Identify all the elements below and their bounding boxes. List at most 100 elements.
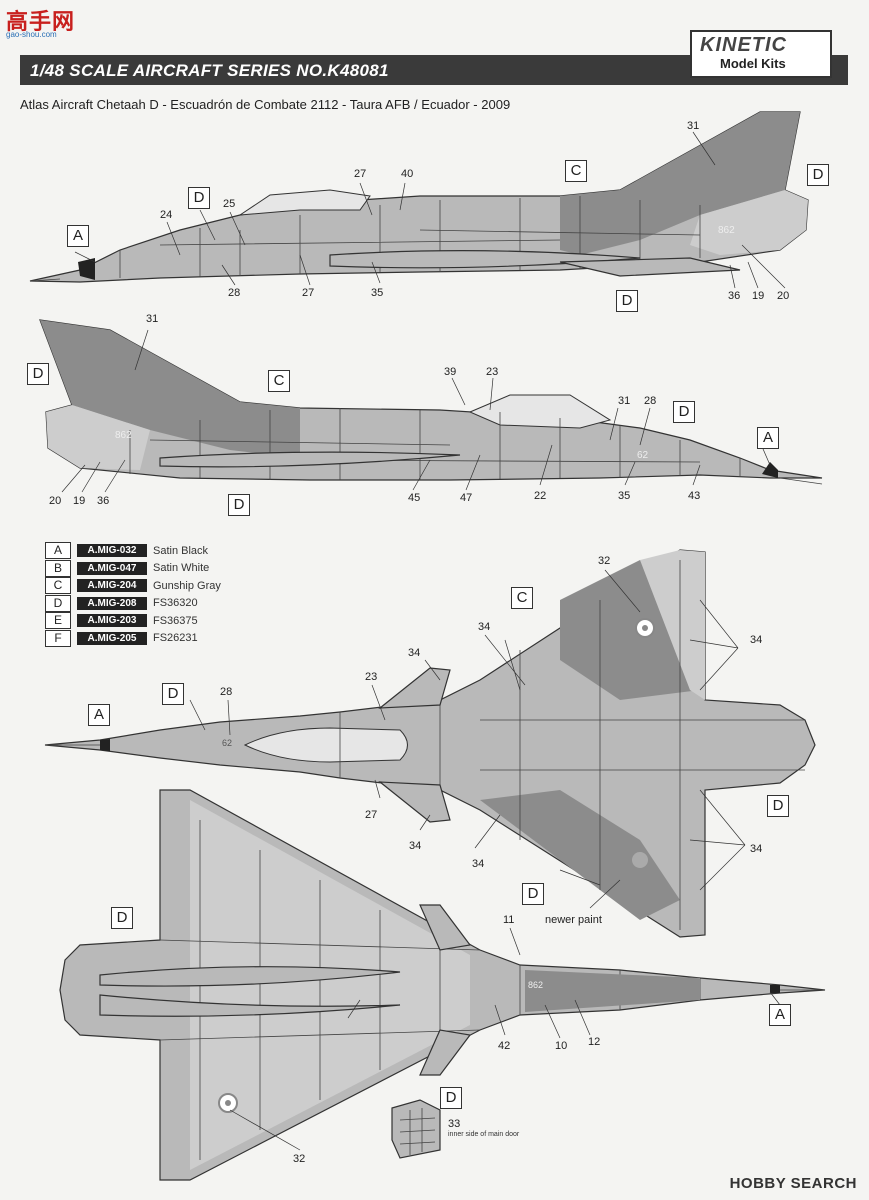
top-view: [44, 549, 816, 938]
legend-color-name: Satin Black: [153, 544, 209, 557]
camo-dark-right: [40, 320, 300, 458]
pitot-left: [29, 278, 61, 282]
callout-c: C: [268, 370, 290, 392]
part-number: 28: [220, 686, 233, 698]
part-number: 31: [618, 395, 631, 407]
roundel-top-center: [642, 625, 648, 631]
part-number: 40: [401, 168, 414, 180]
legend-letter: F: [45, 629, 71, 647]
page-subtitle: Atlas Aircraft Chetaah D - Escuadrón de …: [20, 97, 511, 112]
legend-row: C A.MIG-204 Gunship Gray: [45, 577, 221, 595]
part-number: 42: [498, 1040, 511, 1052]
part-number: 10: [555, 1040, 568, 1052]
part-number: 23: [486, 366, 499, 378]
nose-code: 62: [637, 450, 649, 461]
part-number: 24: [160, 209, 173, 221]
leader-lines-right: [61, 329, 771, 493]
part-number: 27: [354, 168, 367, 180]
part-number: 20: [49, 495, 62, 507]
camo-light-left: [690, 190, 808, 255]
hobby-search-logo: HOBBY SEARCH: [730, 1175, 857, 1192]
watermark-url: gao-shou.com: [6, 30, 57, 39]
callout-d: D: [522, 883, 544, 905]
top-nose-tip: [100, 739, 110, 751]
bottom-canard-upper: [419, 904, 472, 951]
camo-light-right: [46, 405, 150, 470]
main-door-grid: [399, 1108, 436, 1155]
part-number: 32: [598, 555, 611, 567]
part-number: 36: [97, 495, 110, 507]
part-number: 19: [73, 495, 86, 507]
legend-code: A.MIG-204: [77, 579, 147, 593]
part-number: 34: [750, 634, 763, 646]
top-camo-dark-2: [480, 790, 680, 920]
callout-d: D: [807, 164, 829, 186]
top-canopy: [243, 727, 408, 763]
top-leader-lines: [189, 569, 746, 909]
nose-tip-left: [78, 258, 95, 280]
bottom-drop-tank-2: [99, 994, 401, 1017]
callout-d: D: [188, 187, 210, 209]
callout-d: D: [767, 795, 789, 817]
part-number: 27: [365, 809, 378, 821]
part-number: 23: [365, 671, 378, 683]
part-number: 35: [618, 490, 631, 502]
part-number: 11: [503, 914, 515, 926]
part-number: 34: [409, 840, 422, 852]
part-number: 31: [146, 313, 159, 325]
series-title: 1/48 SCALE AIRCRAFT SERIES NO.K48081: [30, 61, 389, 80]
top-canard-lower: [378, 781, 451, 823]
legend-letter: B: [45, 559, 71, 577]
legend-color-name: Gunship Gray: [153, 579, 221, 592]
bottom-dark-panel: [525, 970, 700, 1012]
logo-subtitle: Model Kits: [720, 56, 786, 71]
nose-tip-right: [762, 462, 778, 478]
callout-d: D: [616, 290, 638, 312]
main-door-detail: [391, 1099, 441, 1159]
footer-brand: HOBBY SEARCH: [729, 1175, 857, 1192]
part-number: 35: [371, 287, 384, 299]
door-note: inner side of main door: [448, 1131, 520, 1138]
callout-d: D: [440, 1087, 462, 1109]
callout-a: A: [769, 1004, 791, 1026]
part-number: 25: [223, 198, 236, 210]
newer-paint-note: newer paint: [545, 914, 602, 926]
legend-code: A.MIG-047: [77, 561, 147, 575]
bottom-canard-lower: [419, 1029, 472, 1076]
part-number: 36: [728, 290, 741, 302]
part-number: 32: [293, 1153, 306, 1165]
callout-a: A: [67, 225, 89, 247]
callout-d: D: [111, 907, 133, 929]
part-number: 47: [460, 492, 473, 504]
panel-lines-left: [119, 196, 701, 278]
part-number: 22: [534, 490, 547, 502]
top-canard-upper: [378, 667, 451, 709]
callout-d: D: [673, 401, 695, 423]
roundel-bottom-center: [225, 1100, 231, 1106]
drop-tank-right: [159, 451, 461, 468]
logo-brand: KINETIC: [700, 34, 787, 56]
callout-d: D: [228, 494, 250, 516]
part-number: 33: [448, 1118, 461, 1130]
legend-color-name: FS36375: [153, 614, 198, 627]
part-number: 31: [687, 120, 700, 132]
pitot-right: [779, 477, 823, 485]
legend-color-name: Satin White: [153, 562, 210, 575]
part-number: 19: [752, 290, 765, 302]
bottom-view: [59, 789, 826, 1181]
legend-color-name: FS26231: [153, 632, 198, 645]
legend-row: B A.MIG-047 Satin White: [45, 559, 221, 578]
part-number: 34: [472, 858, 485, 870]
legend-letter: C: [45, 577, 71, 595]
callout-c: C: [565, 160, 587, 182]
part-number: 34: [408, 647, 421, 659]
legend-letter: A: [45, 542, 71, 560]
callout-a: A: [757, 427, 779, 449]
part-number: 43: [688, 490, 701, 502]
